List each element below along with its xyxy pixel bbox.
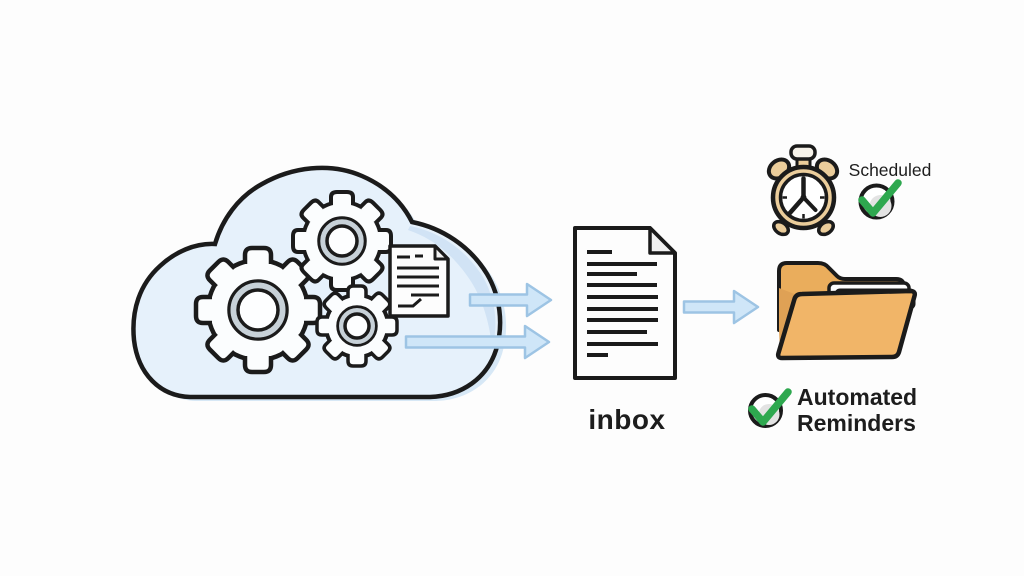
automated-reminders-label-line1: Automated — [797, 384, 917, 410]
scheduled-label: Scheduled — [849, 160, 932, 180]
gear-icon-top — [291, 190, 393, 292]
folder-icon — [775, 261, 918, 361]
gear-icon-large — [196, 248, 320, 372]
check-circle-icon-automated — [748, 388, 792, 428]
inbox-label: inbox — [588, 404, 665, 435]
clock-ticks — [782, 196, 825, 219]
gear-icon-small — [315, 284, 399, 368]
arrow-right-icon-bottom — [404, 324, 551, 360]
arrow-right-icon-top — [468, 282, 553, 318]
document-text-lines — [397, 254, 439, 308]
inbox-document-icon — [573, 226, 677, 380]
inbox-text-lines — [587, 250, 658, 357]
cloud-inner-shadow — [408, 226, 496, 348]
automated-reminders-label-line2: Reminders — [797, 410, 916, 436]
check-circle-icon-scheduled — [858, 179, 902, 220]
alarm-clock-icon — [766, 144, 840, 237]
arrow-right-icon-middle — [682, 289, 760, 325]
clock-hands — [786, 176, 818, 217]
document-icon-small — [388, 244, 450, 318]
